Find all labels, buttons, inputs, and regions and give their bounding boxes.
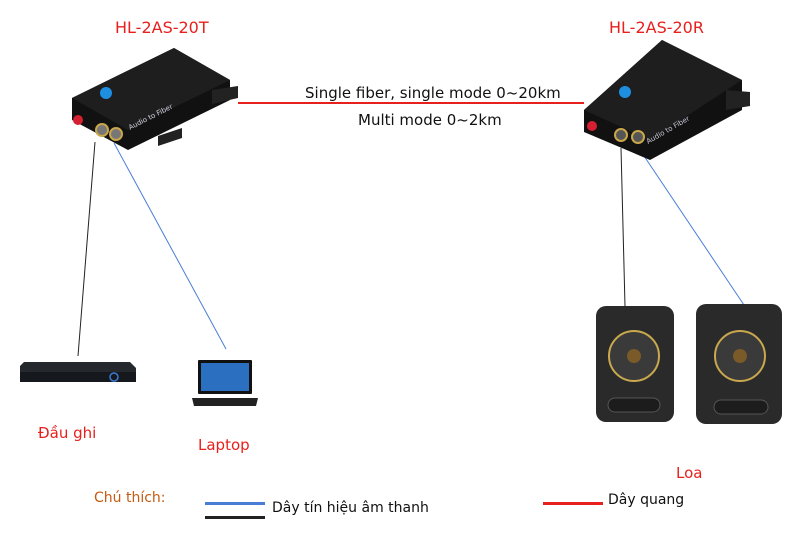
audio-cable-blue-right: [639, 149, 745, 306]
receiver-device[interactable]: Audio to Fiber: [570, 40, 750, 160]
speakers-device[interactable]: [590, 300, 790, 438]
transmitter-body: [72, 48, 238, 150]
recorder-device[interactable]: [18, 358, 138, 388]
audio-port-2-icon[interactable]: [631, 130, 645, 144]
legend-black-line: [205, 516, 265, 519]
speaker-right: [696, 304, 782, 424]
audio-port-1-icon[interactable]: [95, 123, 109, 137]
power-button-icon: [109, 372, 119, 382]
brand-logo-icon: [619, 86, 631, 98]
audio-cable-blue-left: [113, 142, 227, 350]
legend-fiber-label: Dây quang: [608, 492, 685, 508]
audio-port-1-icon[interactable]: [614, 128, 628, 142]
legend-title: Chú thích:: [94, 490, 166, 506]
receiver-model-label: HL-2AS-20R: [609, 18, 704, 37]
brand-logo-icon: [100, 87, 112, 99]
single-mode-label: Single fiber, single mode 0~20km: [305, 84, 561, 102]
transmitter-device[interactable]: Audio to Fiber: [62, 38, 242, 150]
fiber-port-icon[interactable]: [73, 115, 83, 125]
multi-mode-label: Multi mode 0~2km: [358, 111, 502, 129]
recorder-label: Đầu ghi: [38, 424, 97, 442]
legend-audio-signal-label: Dây tín hiệu âm thanh: [272, 500, 429, 516]
speakers-label: Loa: [676, 464, 703, 482]
laptop-device[interactable]: [190, 358, 260, 410]
audio-port-2-icon[interactable]: [109, 127, 123, 141]
laptop-screen: [201, 363, 249, 391]
legend-red-line: [543, 502, 603, 505]
laptop-label: Laptop: [198, 436, 250, 454]
speaker-left: [596, 306, 674, 422]
receiver-body: [584, 40, 750, 160]
audio-cable-black-right: [620, 147, 626, 307]
fiber-port-icon[interactable]: [587, 121, 597, 131]
legend-blue-line: [205, 502, 265, 505]
audio-cable-black-left: [77, 141, 96, 357]
transmitter-model-label: HL-2AS-20T: [115, 18, 209, 37]
